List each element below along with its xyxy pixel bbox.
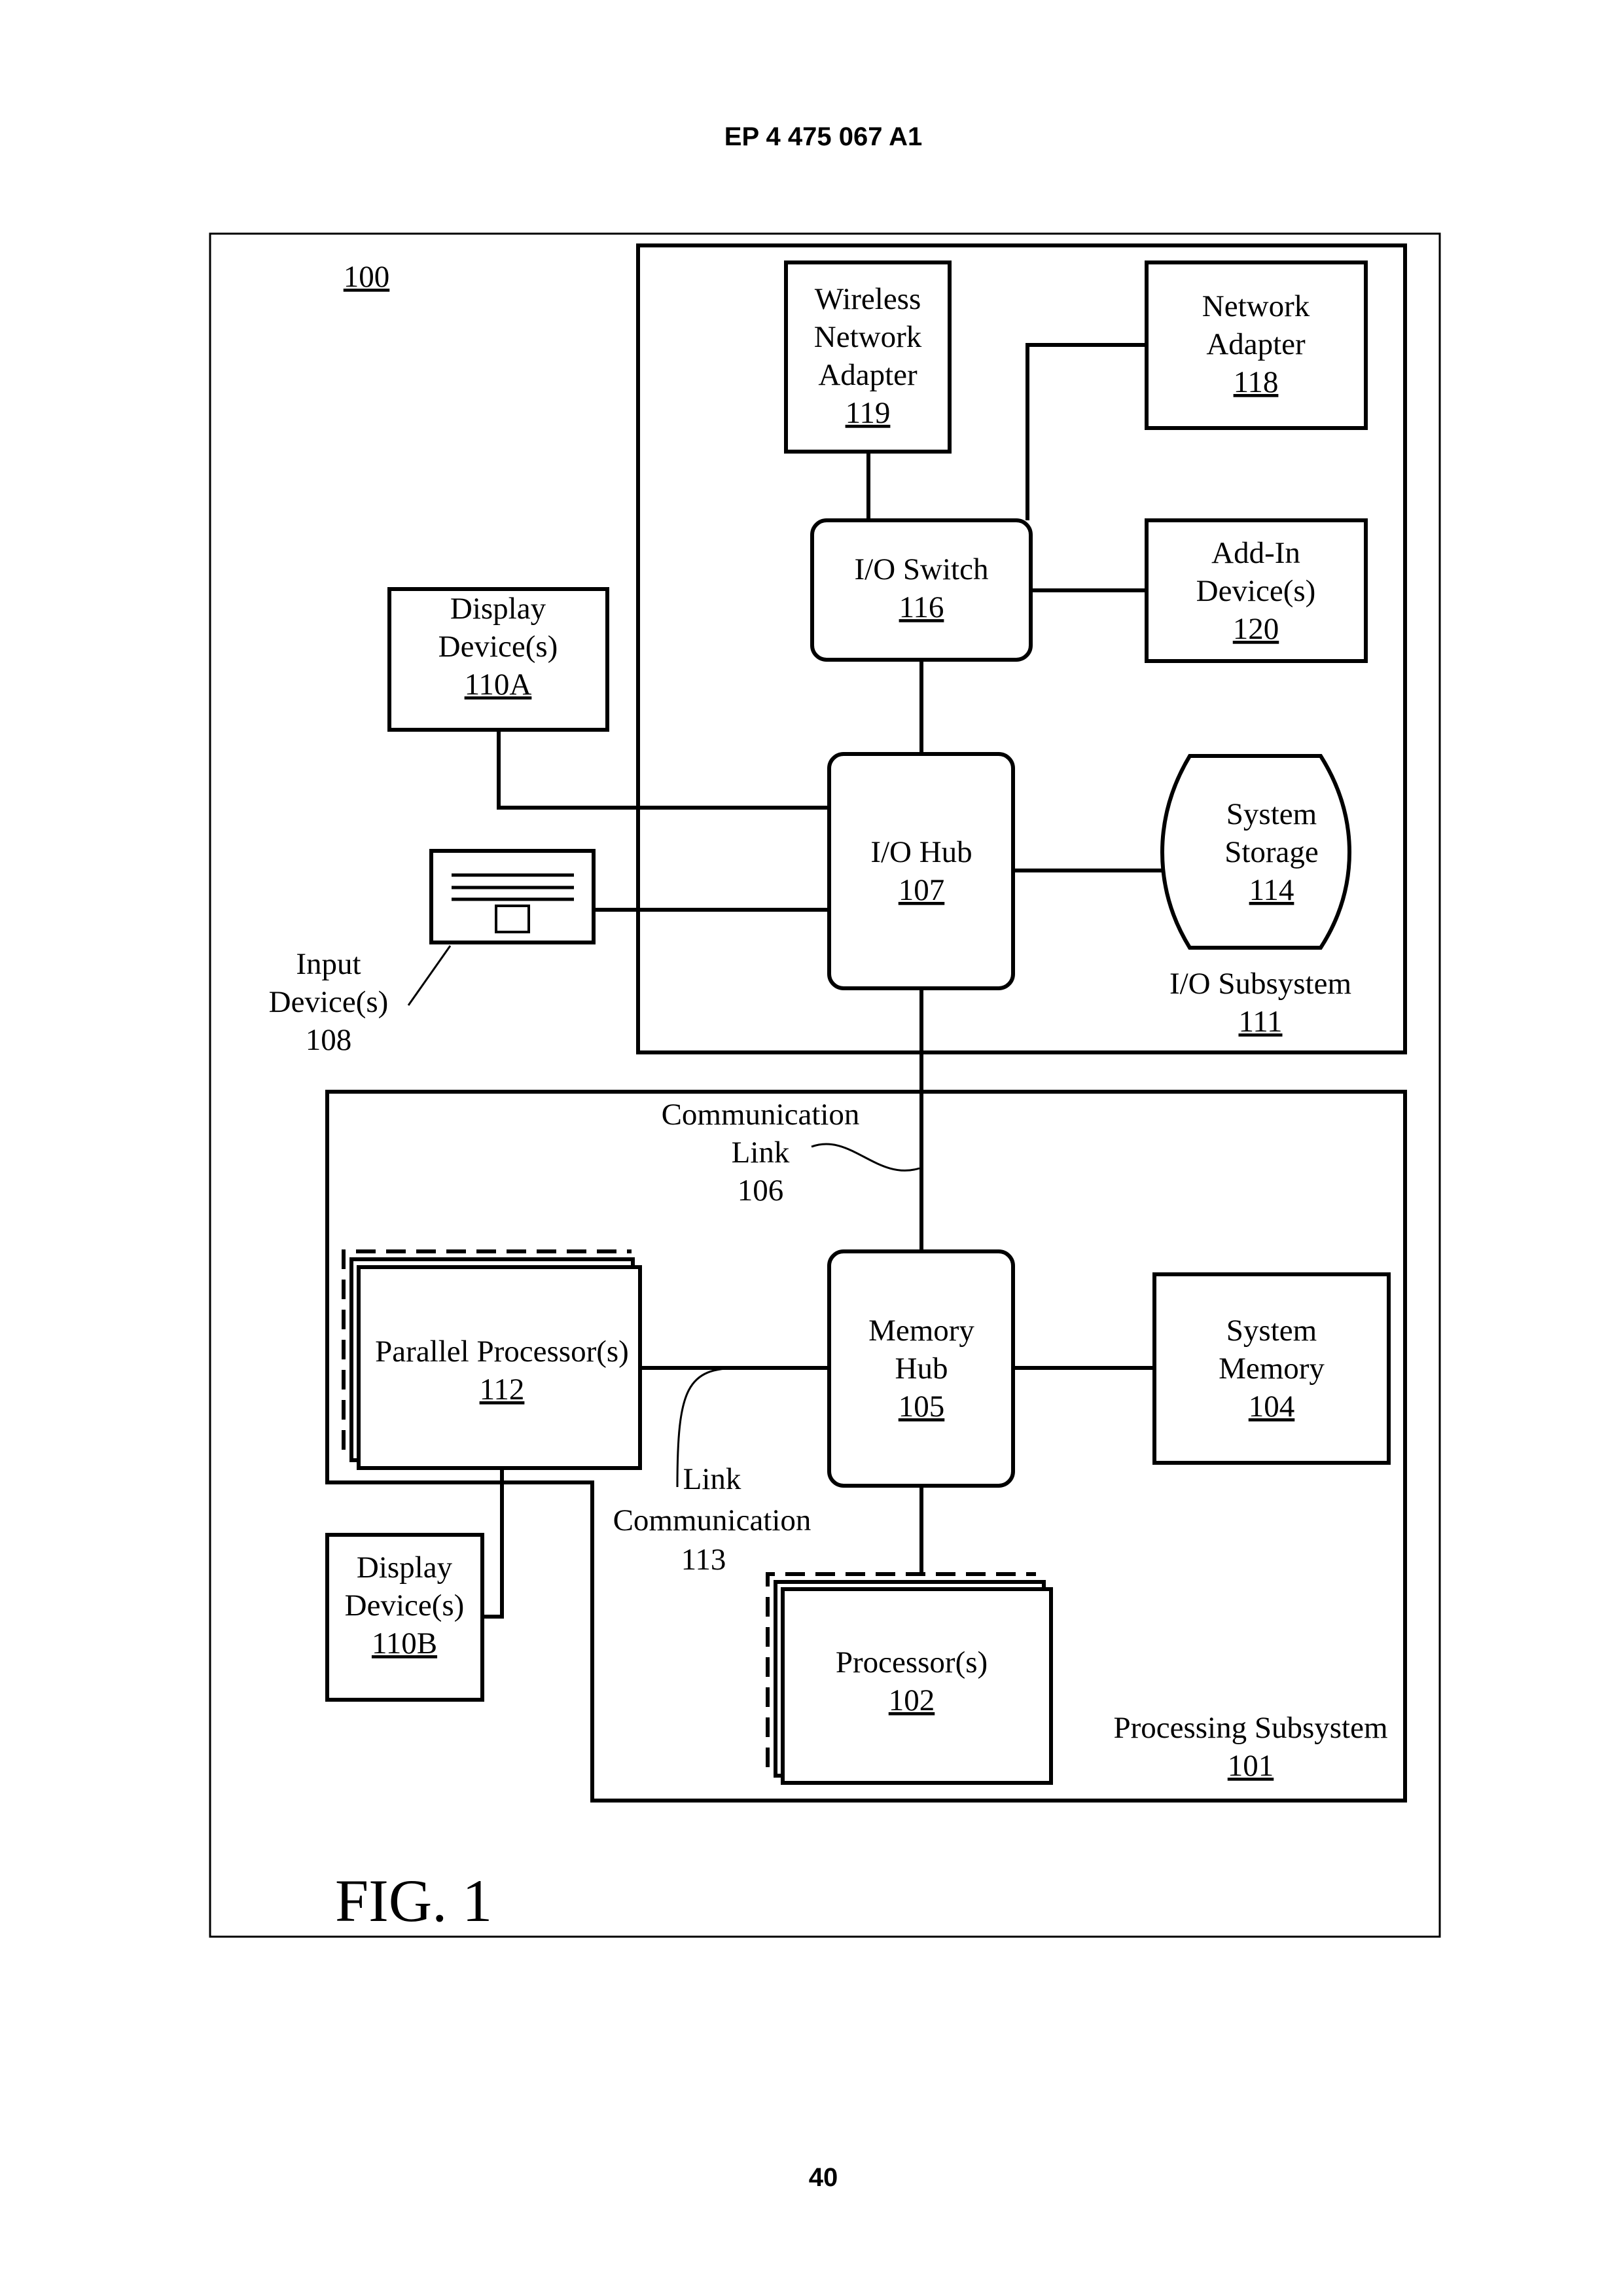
wireless-adapter-line-1: Wireless <box>815 282 921 316</box>
io-hub-label: I/O Hub <box>870 835 972 869</box>
leader-comm-link-106 <box>812 1144 919 1171</box>
figure-ref: 100 <box>344 260 390 294</box>
io-subsystem-label: I/O Subsystem <box>1169 967 1351 1001</box>
display-b-ref: 110B <box>372 1626 437 1660</box>
wire-displaya-hub <box>499 730 829 808</box>
page-number: 40 <box>809 2163 838 2192</box>
addin-device-line-1: Add-In <box>1211 536 1300 570</box>
display-b-line-1: Display <box>357 1551 453 1585</box>
display-a-line-2: Device(s) <box>438 630 558 664</box>
comm-link-line-2: Link <box>732 1136 790 1170</box>
network-adapter-line-1: Network <box>1202 289 1310 323</box>
input-device-line-2: Device(s) <box>269 985 389 1019</box>
processors-label: Processor(s) <box>836 1645 988 1679</box>
io-switch-label: I/O Switch <box>855 552 989 586</box>
wire-parallel-displayb <box>482 1469 502 1617</box>
io-switch-ref: 116 <box>899 590 944 624</box>
input-device <box>431 851 594 942</box>
system-memory-line-2: Memory <box>1219 1352 1325 1386</box>
addin-device-ref: 120 <box>1233 612 1279 646</box>
link-113-ref: 113 <box>681 1543 726 1577</box>
system-storage-ref: 114 <box>1249 873 1294 907</box>
processing-subsystem-ref: 101 <box>1228 1749 1274 1783</box>
system-memory-line-1: System <box>1226 1314 1317 1348</box>
comm-link-line-1: Communication <box>662 1098 860 1132</box>
network-adapter-ref: 118 <box>1234 365 1279 399</box>
memory-hub-line-1: Memory <box>868 1314 974 1348</box>
addin-device-line-2: Device(s) <box>1196 574 1316 608</box>
display-b-line-2: Device(s) <box>345 1588 465 1623</box>
display-a-line-1: Display <box>450 592 546 626</box>
input-device-pad <box>496 906 529 932</box>
figure-caption: FIG. 1 <box>335 1867 492 1934</box>
wire-switch-network <box>1027 345 1147 520</box>
memory-hub-line-2: Hub <box>895 1352 948 1386</box>
memory-hub-ref: 105 <box>899 1390 945 1424</box>
parallel-processors-ref: 112 <box>480 1372 525 1407</box>
system-storage-line-1: System <box>1226 797 1317 831</box>
wireless-adapter-line-3: Adapter <box>818 358 918 392</box>
wireless-adapter-ref: 119 <box>846 396 891 430</box>
input-device-ref: 108 <box>306 1023 352 1057</box>
display-a-ref: 110A <box>465 668 532 702</box>
input-device-line-1: Input <box>296 947 361 981</box>
system-memory-ref: 104 <box>1249 1390 1295 1424</box>
wireless-adapter-line-2: Network <box>814 320 922 354</box>
processing-subsystem-label: Processing Subsystem <box>1113 1711 1387 1745</box>
patent-number: EP 4 475 067 A1 <box>724 122 922 151</box>
io-subsystem-ref: 111 <box>1238 1005 1282 1039</box>
comm-link-ref: 106 <box>738 1174 784 1208</box>
link-113-line-1: Link <box>683 1462 741 1496</box>
leader-input-device <box>408 946 450 1005</box>
link-113-line-2: Communication <box>613 1503 812 1537</box>
io-hub <box>829 754 1013 988</box>
io-hub-ref: 107 <box>899 873 945 907</box>
system-storage-line-2: Storage <box>1224 835 1319 869</box>
parallel-processors-label: Parallel Processor(s) <box>375 1335 629 1369</box>
network-adapter-line-2: Adapter <box>1206 327 1306 361</box>
processors-ref: 102 <box>889 1683 935 1717</box>
